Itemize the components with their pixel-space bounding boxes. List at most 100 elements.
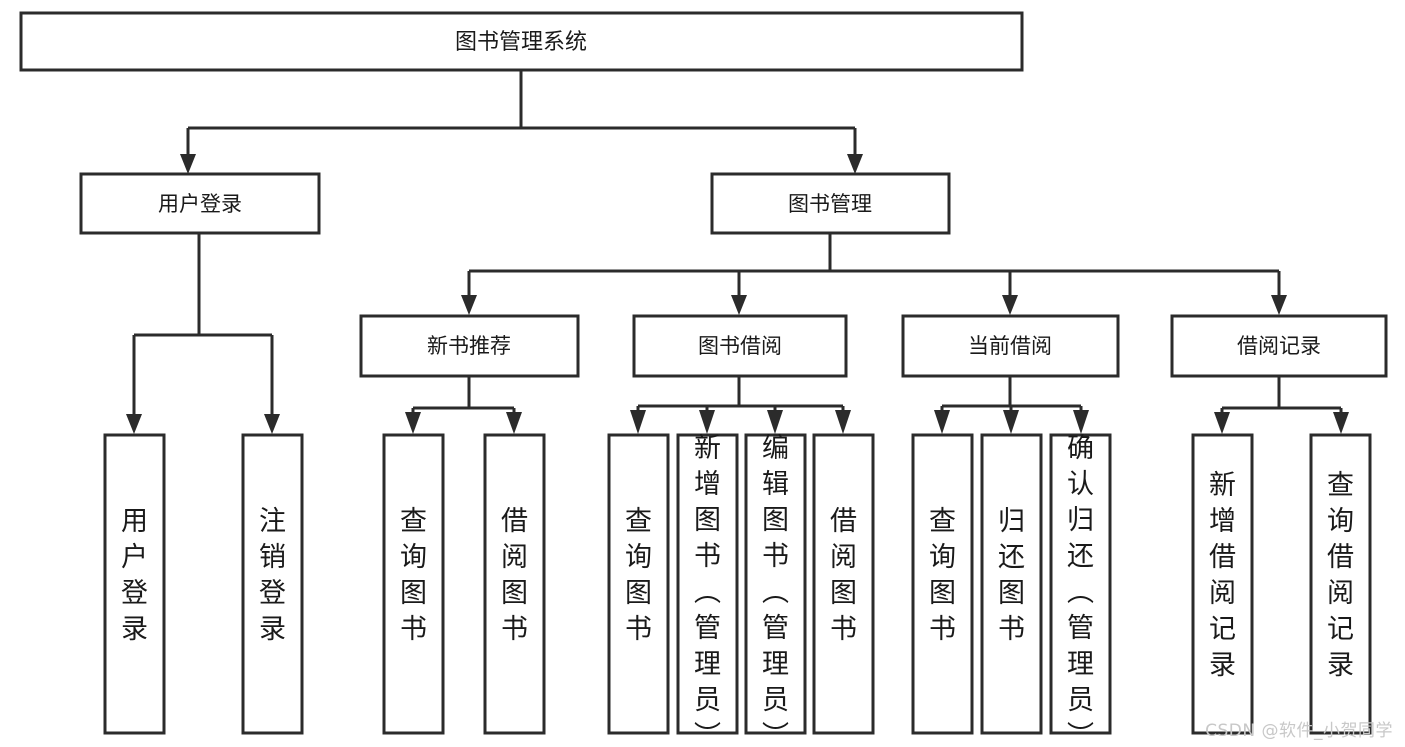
node-book-borrow-box[interactable]	[632, 314, 848, 378]
leaf-node-add-record-label: 新增借阅记录	[1209, 470, 1236, 681]
leaf-node-query-book-1-box[interactable]	[382, 433, 445, 735]
leaf-node-query-book-1[interactable]	[382, 433, 445, 735]
connector-group-borrow-record	[1214, 376, 1349, 434]
leaf-node-return-book[interactable]	[980, 433, 1043, 735]
node-borrow-record-box[interactable]	[1170, 314, 1388, 378]
leaf-node-borrow-book-1-box[interactable]	[483, 433, 546, 735]
node-book-borrow[interactable]: 图书借阅	[632, 314, 848, 378]
arrow-head-icon	[731, 295, 747, 315]
leaf-node-query-book-2-box[interactable]	[607, 433, 670, 735]
arrow-head-icon	[461, 295, 477, 315]
connector-to-book-borrow	[731, 271, 747, 315]
leaf-node-edit-book-box[interactable]	[744, 433, 807, 735]
csdn-watermark: CSDN @软件_小贺同学	[1205, 721, 1393, 741]
node-root[interactable]: 图书管理系统	[19, 11, 1024, 72]
leaf-node-edit-book-label: 编辑图书︵管理员︶	[762, 433, 789, 747]
leaf-node-return-book-label: 归还图书	[998, 506, 1025, 645]
node-borrow-record-label: 借阅记录	[1237, 334, 1321, 358]
leaf-node-confirm-return[interactable]	[1049, 433, 1112, 735]
leaf-text-layer: 用户登录 注销登录 查询图书 借阅图书 查询图书 新增图书︵管理员︶ 编辑图书︵管理员︶ 借阅…	[121, 433, 1354, 747]
connector-group-current-borrow	[934, 376, 1089, 434]
leaf-node-user-login[interactable]	[103, 433, 166, 735]
node-book-manage-box[interactable]	[710, 172, 951, 235]
arrow-head-icon	[1002, 295, 1018, 315]
leaf-node-query-book-3-box[interactable]	[911, 433, 974, 735]
node-user-login[interactable]: 用户登录	[79, 172, 321, 235]
arrow-head-icon	[1333, 412, 1349, 434]
leaf-node-confirm-return-box[interactable]	[1049, 433, 1112, 735]
connector-to-leaf-query-book-1	[405, 408, 421, 434]
node-user-login-label: 用户登录	[158, 192, 242, 216]
connector-root-to-book-manage	[847, 128, 863, 174]
connector-to-leaf-query-book-3	[934, 406, 950, 434]
arrow-head-icon	[934, 410, 950, 434]
leaf-node-add-book[interactable]	[676, 433, 739, 735]
leaf-node-query-book-2-label: 查询图书	[625, 506, 652, 645]
arrow-head-icon	[506, 412, 522, 434]
connector-group-new-book-recommend	[405, 376, 522, 434]
node-borrow-record[interactable]: 借阅记录	[1170, 314, 1388, 378]
leaf-node-borrow-book-1[interactable]	[483, 433, 546, 735]
node-book-manage[interactable]: 图书管理	[710, 172, 951, 235]
leaf-node-logout[interactable]	[241, 433, 304, 735]
node-user-login-box[interactable]	[79, 172, 321, 235]
node-book-manage-label: 图书管理	[788, 192, 872, 216]
leaf-node-add-record-box[interactable]	[1191, 433, 1254, 735]
leaf-node-return-book-box[interactable]	[980, 433, 1043, 735]
connector-to-leaf-user-login	[126, 335, 142, 434]
connector-group-user-login	[126, 233, 280, 434]
connector-to-new-book-recommend	[461, 271, 477, 315]
arrow-head-icon	[835, 410, 851, 434]
node-current-borrow-box[interactable]	[901, 314, 1120, 378]
connector-to-leaf-confirm-return	[1073, 406, 1089, 434]
connector-to-current-borrow	[1002, 271, 1018, 315]
leaf-node-borrow-book-2-box[interactable]	[812, 433, 875, 735]
arrow-head-icon	[630, 410, 646, 434]
arrow-head-icon	[767, 410, 783, 434]
leaf-node-user-login-label: 用户登录	[121, 506, 148, 645]
arrow-head-icon	[1271, 295, 1287, 315]
node-new-book-recommend[interactable]: 新书推荐	[359, 314, 580, 378]
leaf-node-query-record-box[interactable]	[1309, 433, 1372, 735]
node-new-book-recommend-label: 新书推荐	[427, 334, 511, 358]
leaf-node-borrow-book-1-label: 借阅图书	[501, 506, 528, 645]
leaf-node-logout-box[interactable]	[241, 433, 304, 735]
leaf-node-query-book-3-label: 查询图书	[929, 506, 956, 645]
connector-group-book-borrow	[630, 376, 851, 434]
node-current-borrow[interactable]: 当前借阅	[901, 314, 1120, 378]
leaf-node-query-book-1-label: 查询图书	[400, 506, 427, 645]
leaf-node-query-book-2[interactable]	[607, 433, 670, 735]
leaf-node-query-book-3[interactable]	[911, 433, 974, 735]
connector-root-to-user-login	[180, 128, 196, 174]
leaf-node-add-book-box[interactable]	[676, 433, 739, 735]
leaf-node-query-record-label: 查询借阅记录	[1327, 470, 1354, 681]
arrow-head-icon	[126, 414, 142, 434]
leaf-node-add-record[interactable]	[1191, 433, 1254, 735]
node-book-borrow-label: 图书借阅	[698, 334, 782, 358]
connector-to-leaf-query-book-2	[630, 406, 646, 434]
connector-to-borrow-record	[1271, 271, 1287, 315]
leaf-node-logout-label: 注销登录	[259, 506, 286, 645]
connector-to-leaf-add-book	[699, 406, 715, 434]
node-root-box[interactable]	[19, 11, 1024, 72]
arrow-head-icon	[405, 412, 421, 434]
leaf-node-query-record[interactable]	[1309, 433, 1372, 735]
node-new-book-recommend-box[interactable]	[359, 314, 580, 378]
node-current-borrow-label: 当前借阅	[968, 334, 1052, 358]
connector-to-leaf-logout	[264, 335, 280, 434]
leaf-node-add-book-label: 新增图书︵管理员︶	[694, 433, 721, 747]
connector-to-leaf-borrow-book-1	[506, 408, 522, 434]
arrow-head-icon	[264, 414, 280, 434]
connector-group-book-manage	[461, 233, 1287, 315]
leaf-node-borrow-book-2[interactable]	[812, 433, 875, 735]
arrow-head-icon	[699, 410, 715, 434]
connector-to-leaf-borrow-book-2	[835, 406, 851, 434]
connector-group-root	[180, 71, 863, 174]
leaf-node-user-login-box[interactable]	[103, 433, 166, 735]
arrow-head-icon	[847, 154, 863, 174]
leaf-node-edit-book[interactable]	[744, 433, 807, 735]
leaf-node-confirm-return-label: 确认归还︵管理员︶	[1067, 433, 1094, 747]
arrow-head-icon	[1003, 410, 1019, 434]
leaf-node-borrow-book-2-label: 借阅图书	[830, 506, 857, 645]
